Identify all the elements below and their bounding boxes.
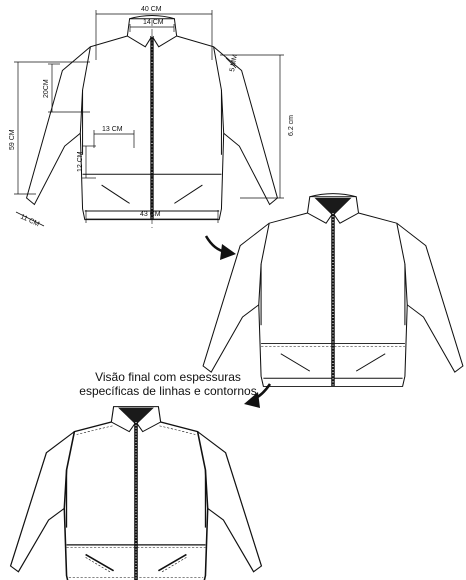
label-width-top: 40 CM bbox=[141, 6, 162, 13]
caption-line-2: específicas de linhas e contornos bbox=[79, 384, 257, 398]
curved-arrow-icon bbox=[244, 383, 272, 408]
label-pocket-depth: 12 CM bbox=[77, 151, 84, 172]
label-cuff: 11 CM bbox=[19, 213, 40, 228]
label-hem-width: 43 CM bbox=[140, 211, 161, 218]
label-armhole: 20CM bbox=[43, 79, 50, 98]
label-pocket-width: 13 CM bbox=[102, 126, 123, 133]
jacket-intermediate bbox=[202, 193, 464, 387]
curved-arrow-icon bbox=[204, 235, 236, 260]
label-body-length: 6.2 cm bbox=[288, 115, 295, 136]
label-sleeve-length: 59 CM bbox=[9, 129, 16, 150]
jacket-final bbox=[8, 404, 264, 580]
caption-line-1: Visão final com espessuras bbox=[95, 370, 241, 384]
jacket-measured: 40 CM 14 CM 5 MM 59 CM 20CM 6.2 cm 13 CM… bbox=[9, 6, 295, 228]
final-view-caption: Visão final com espessuras específicas d… bbox=[58, 370, 278, 398]
label-shoulder-thickness: 5 MM bbox=[229, 54, 239, 73]
label-collar: 14 CM bbox=[143, 19, 164, 26]
